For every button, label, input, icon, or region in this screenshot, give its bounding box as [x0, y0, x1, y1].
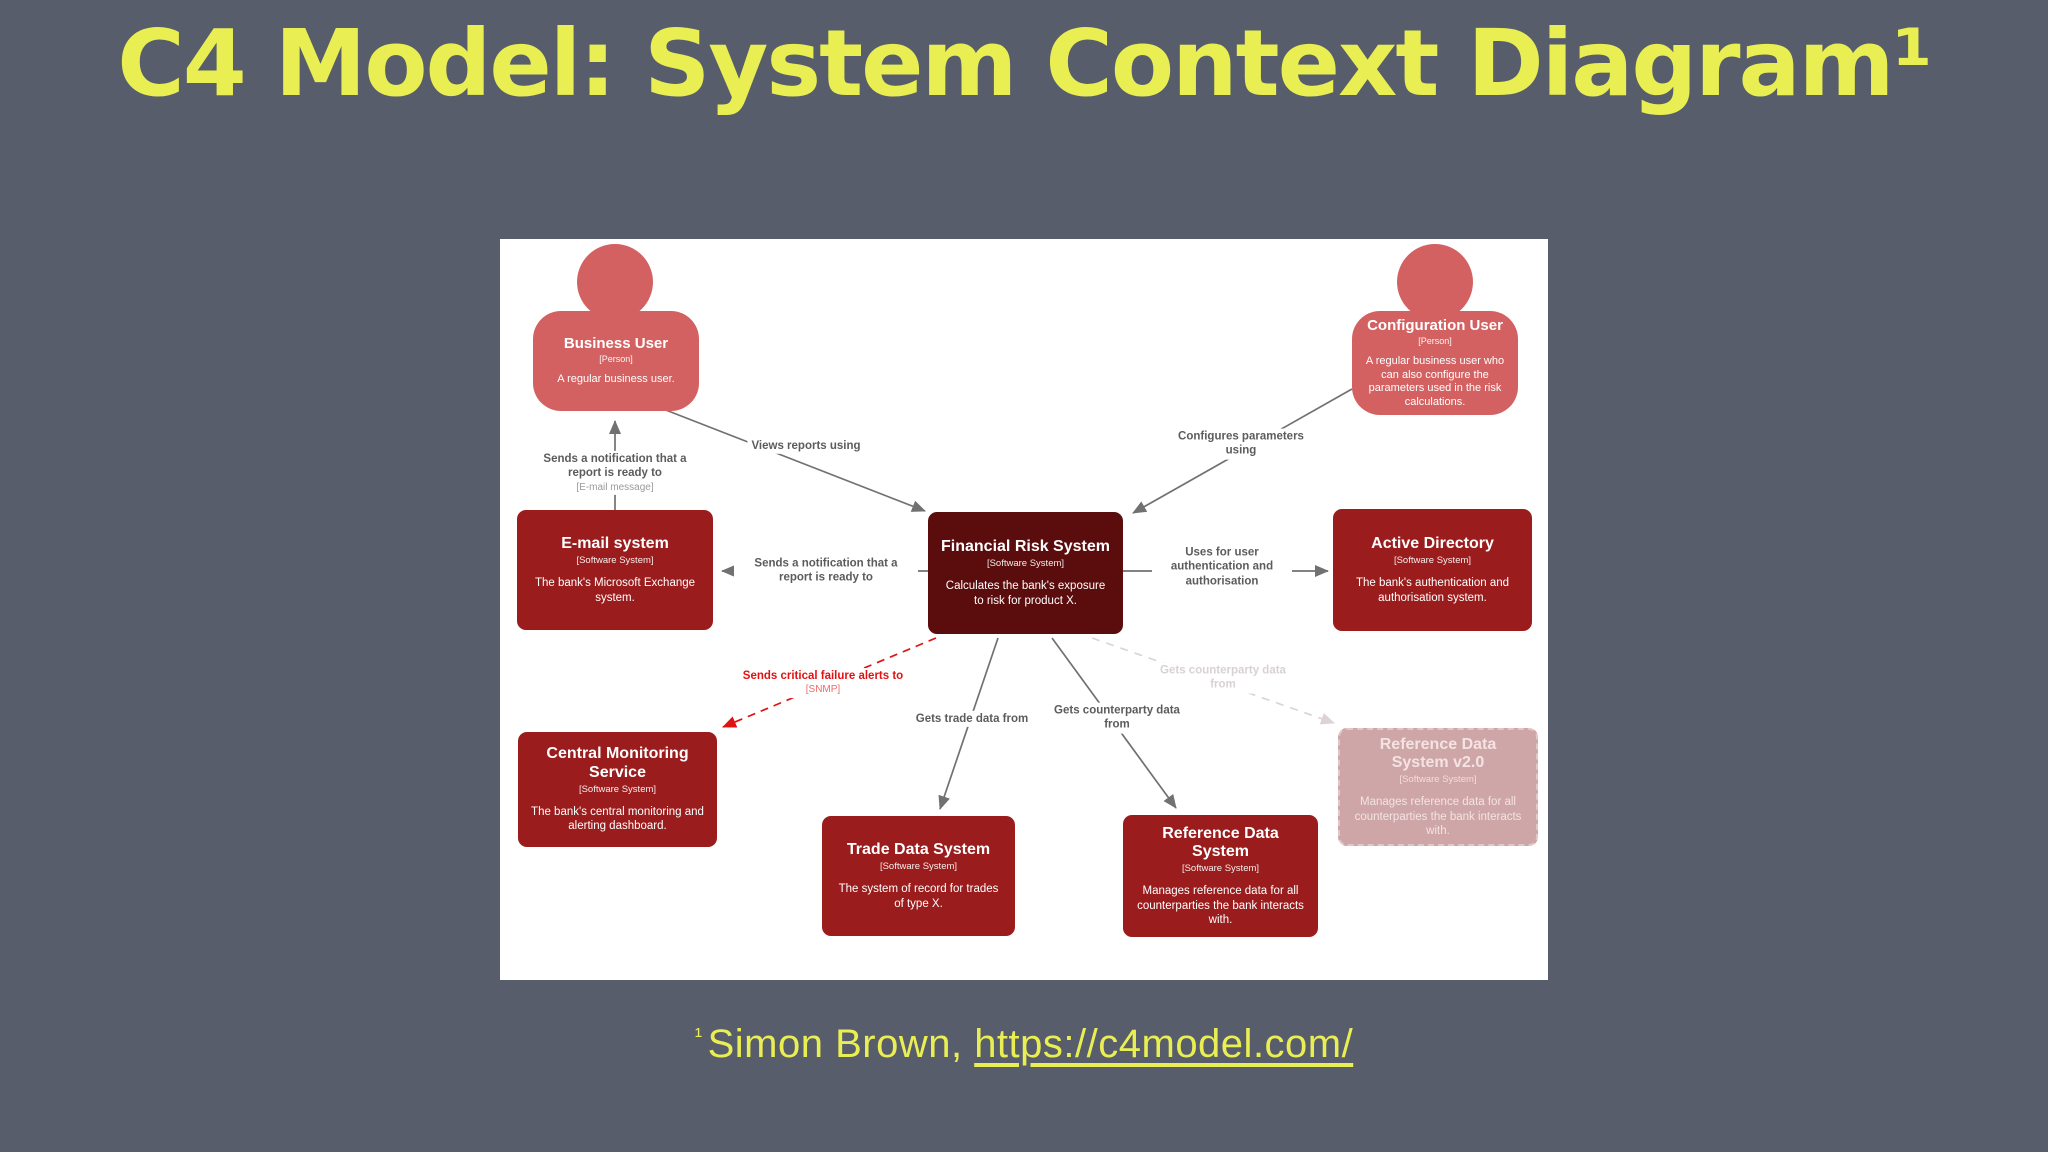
system-central-monitoring: Central Monitoring Service [Software Sys… [518, 732, 717, 847]
system-reference-data: Reference Data System [Software System] … [1123, 815, 1318, 937]
system-description: The bank's authentication and authorisat… [1355, 577, 1510, 604]
system-description: Calculates the bank's exposure to risk f… [945, 580, 1106, 607]
system-type: [Software System] [578, 784, 657, 796]
system-email: E-mail system [Software System] The bank… [517, 510, 713, 630]
edge-label-technology: [E-mail message] [576, 481, 654, 493]
system-financial-risk: Financial Risk System [Software System] … [928, 512, 1123, 634]
system-description: The system of record for trades of type … [838, 883, 999, 910]
system-description: Manages reference data for all counterpa… [1137, 885, 1304, 927]
person-type: [Person] [1418, 336, 1452, 347]
edge-label-report-ready-email: Sends a notification that a report is re… [522, 450, 708, 496]
person-description: A regular business user. [557, 373, 675, 386]
edge-views-reports [657, 406, 926, 512]
edge-label-text: Gets counterparty data from [1160, 664, 1286, 691]
diagram-panel: Views reports using Configures parameter… [500, 239, 1548, 980]
edge-label-snmp-alerts: Sends critical failure alerts to [SNMP] [726, 668, 920, 698]
system-type: [Software System] [879, 861, 958, 873]
system-type: [Software System] [1393, 555, 1472, 567]
edge-label-text: Sends a notification that a report is re… [543, 452, 687, 480]
footnote-marker: ¹ [694, 1022, 703, 1048]
system-description: The bank's Microsoft Exchange system. [534, 577, 696, 604]
edge-label-counterparty-data: Gets counterparty data from [1037, 702, 1197, 734]
edge-label-views-reports: Views reports using [747, 437, 865, 455]
system-type: [Software System] [576, 555, 654, 567]
edge-label-configures-parameters: Configures parameters using [1162, 428, 1320, 460]
edge-label-auth: Uses for user authentication and authori… [1152, 544, 1292, 590]
system-reference-data-v2: Reference Data System v2.0 [Software Sys… [1338, 728, 1538, 846]
system-name: Central Monitoring Service [546, 745, 689, 781]
edge-label-report-ready: Sends a notification that a report is re… [734, 555, 918, 587]
person-business-user-body: Business User [Person] A regular busines… [533, 311, 699, 411]
system-type: [Software System] [986, 558, 1065, 570]
system-name: Financial Risk System [941, 537, 1110, 555]
system-description: The bank's central monitoring and alerti… [531, 806, 704, 833]
system-trade-data: Trade Data System [Software System] The … [822, 816, 1015, 936]
person-head-icon [577, 244, 653, 320]
person-configuration-user-body: Configuration User [Person] A regular bu… [1352, 311, 1518, 415]
system-type: [Software System] [1399, 774, 1477, 786]
edge-label-text: Sends critical failure alerts to [742, 670, 904, 683]
edge-label-text: Uses for user authentication and authori… [1170, 546, 1274, 588]
system-name: E-mail system [561, 534, 669, 552]
edge-label-text: Gets counterparty data from [1054, 704, 1180, 731]
person-head-icon [1397, 244, 1473, 320]
edge-label-trade-data: Gets trade data from [911, 710, 1033, 728]
person-name: Configuration User [1367, 317, 1503, 335]
edge-label-text: Sends a notification that a report is re… [754, 557, 898, 584]
person-description: A regular business user who can also con… [1365, 355, 1505, 408]
slide-title: C4 Model: System Context Diagram¹ [117, 10, 1933, 117]
system-name: Reference Data System [1162, 824, 1279, 860]
system-active-directory: Active Directory [Software System] The b… [1333, 509, 1532, 631]
footnote-author: Simon Brown, [707, 1022, 975, 1066]
system-type: [Software System] [1181, 863, 1260, 875]
system-name: Reference Data System v2.0 [1379, 735, 1497, 771]
edge-label-technology: [SNMP] [805, 684, 841, 696]
system-name: Active Directory [1371, 534, 1494, 552]
edge-label-text: Gets trade data from [915, 712, 1029, 725]
edge-counterparty-data-v2 [1091, 637, 1335, 725]
system-name: Trade Data System [846, 840, 991, 858]
edge-label-text: Configures parameters using [1178, 430, 1304, 457]
edge-label-counterparty-data-v2: Gets counterparty data from [1143, 662, 1303, 694]
edge-label-text: Views reports using [751, 439, 861, 452]
footnote-link[interactable]: https://c4model.com/ [974, 1022, 1354, 1066]
person-name: Business User [563, 335, 669, 353]
person-type: [Person] [599, 354, 633, 365]
system-description: Manages reference data for all counterpa… [1354, 796, 1522, 838]
